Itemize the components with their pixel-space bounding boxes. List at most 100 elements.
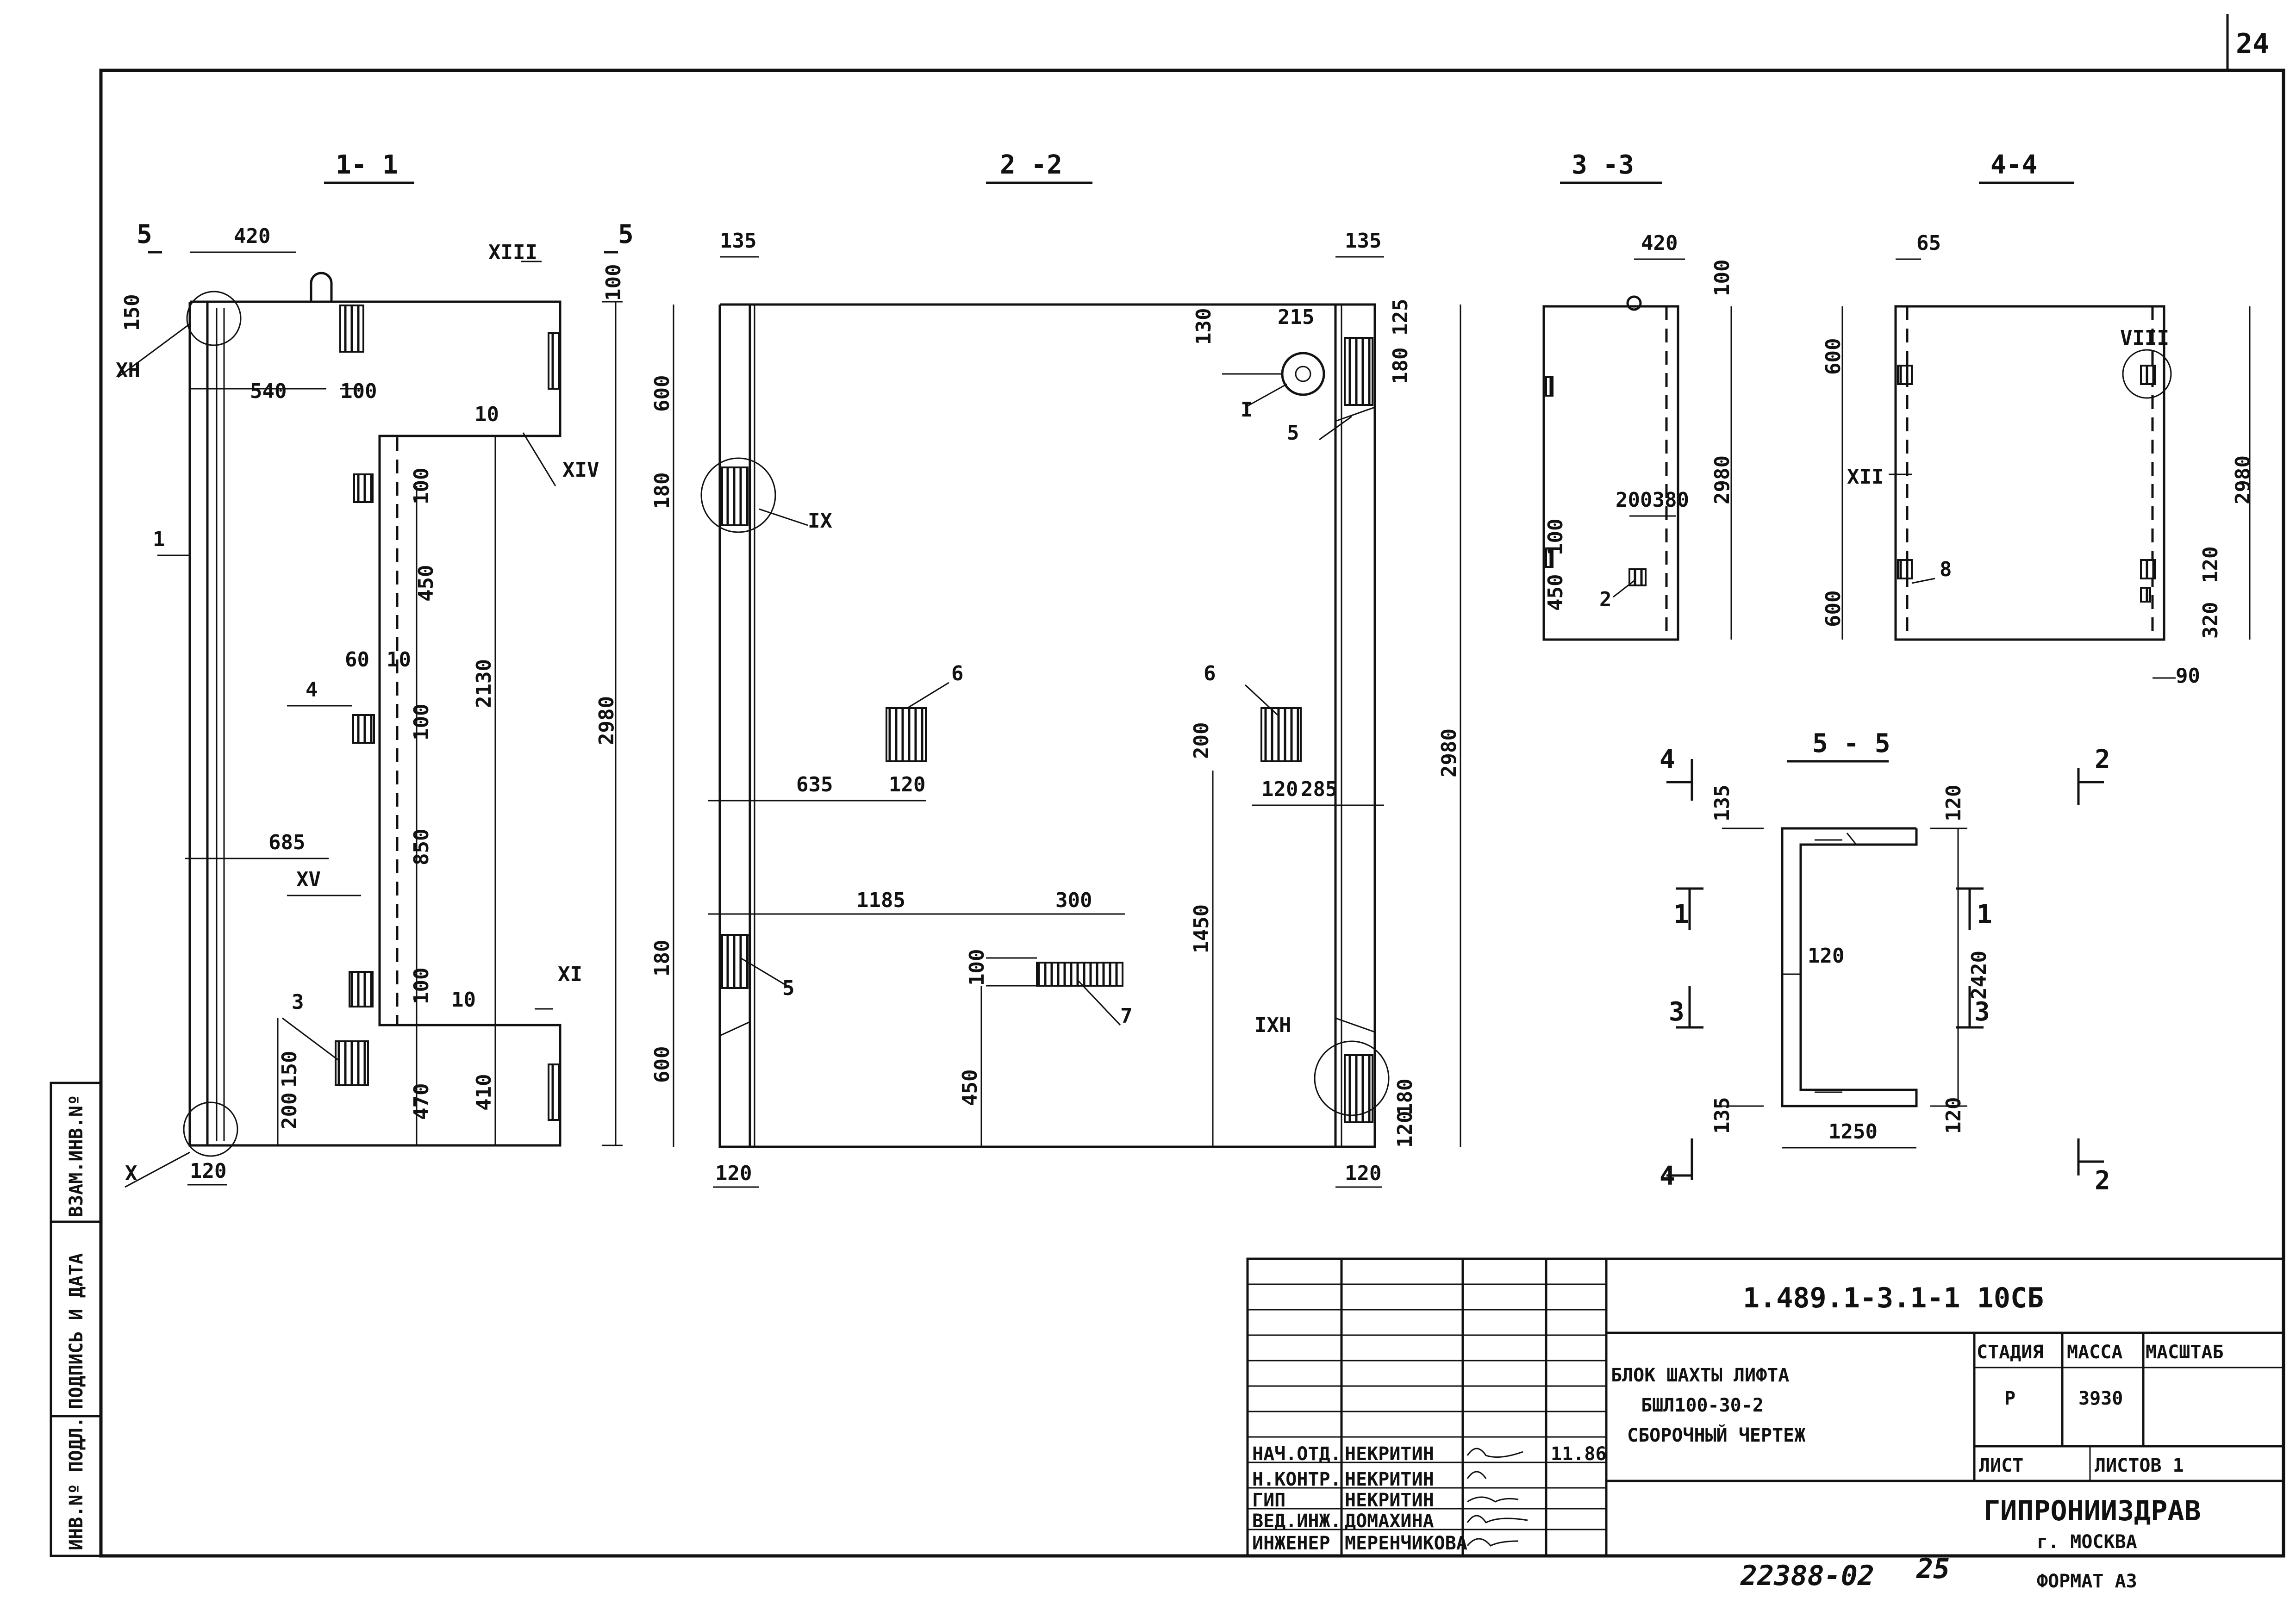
- view2-dim-635: 635: [796, 773, 833, 796]
- view5-dim-1250: 1250: [1828, 1120, 1878, 1144]
- view1-callout-xiii: XIII: [488, 241, 537, 264]
- side-stamp: ВЗАМ.ИНВ.Nº ПОДПИСЬ И ДАТА ИНВ.Nº ПОДЛ.: [50, 1082, 102, 1557]
- view5-dim-2420: 2420: [1967, 951, 1991, 1000]
- view4-dim-320: 320: [2199, 602, 2222, 639]
- view1-pos-1: 1: [153, 528, 165, 551]
- view1-dim-60: 60: [345, 648, 369, 672]
- view1-dim-420: 420: [234, 224, 270, 248]
- view1-dim-100d: 100: [410, 704, 433, 740]
- title-block: 1.489.1-3.1-1 10СБ БЛОК ШАХТЫ ЛИФТА БШЛ1…: [1246, 1257, 2285, 1557]
- view2-dim-120e: 120: [1345, 1162, 1381, 1185]
- view5-cut-3b: 3: [1974, 997, 1990, 1027]
- view2-dim-135a: 135: [720, 229, 756, 253]
- view1-dim-685: 685: [268, 831, 305, 854]
- view-1-1: 5 5 420 150 540 100 100 10 100 450 60 10…: [116, 219, 634, 1188]
- role-0-name: НЕКРИТИН: [1345, 1443, 1434, 1465]
- view4-callout-viii: VIII: [2120, 326, 2169, 350]
- role-2-name: НЕКРИТИН: [1345, 1490, 1434, 1511]
- view4-dim-120: 120: [2199, 547, 2222, 583]
- role-1: Н.КОНТР.: [1252, 1469, 1341, 1490]
- view1-callout-xh: XН: [116, 359, 140, 382]
- view2-dim-600a: 600: [650, 375, 674, 412]
- view1-dim-150b: 150: [278, 1051, 301, 1088]
- view2-callout-ix: IX: [808, 509, 832, 533]
- view4-dim-65: 65: [1916, 231, 1941, 255]
- section-title-5: 5 - 5: [1812, 728, 1890, 759]
- view1-dim-200: 200: [278, 1093, 301, 1129]
- view5-cut-3a: 3: [1669, 997, 1685, 1027]
- view2-dim-125: 125: [1389, 299, 1412, 336]
- stamp-inv-vzam: ВЗАМ.ИНВ.Nº: [66, 1094, 87, 1217]
- view3-pos-2: 2: [1599, 588, 1612, 611]
- view2-dim-180c: 180: [650, 940, 674, 976]
- view2-dim-120c: 120: [715, 1162, 752, 1185]
- role-4: ИНЖЕНЕР: [1252, 1533, 1330, 1554]
- section-title-2: 2 -2: [1000, 150, 1062, 180]
- title-city: г. МОСКВА: [2037, 1531, 2137, 1553]
- view1-dim-150: 150: [120, 294, 144, 331]
- title-doc-code: 1.489.1-3.1-1 10СБ: [1743, 1282, 2044, 1314]
- section-title-1: 1- 1: [336, 150, 398, 180]
- view2-dim-600b: 600: [650, 1046, 674, 1083]
- role-2: ГИП: [1252, 1490, 1285, 1511]
- view1-dim-100e: 100: [410, 968, 433, 1004]
- view2-dim-120b: 120: [1261, 777, 1298, 801]
- view2-callout-i: I: [1241, 398, 1253, 422]
- view2-dim-200: 200: [1190, 722, 1213, 759]
- view1-callout-xiv: XIV: [562, 458, 599, 482]
- view3-dim-450: 450: [1544, 574, 1567, 611]
- view3-dim-100a: 100: [1710, 260, 1734, 296]
- view2-dim-130: 130: [1192, 308, 1216, 345]
- view1-callout-xv: XV: [296, 868, 321, 891]
- view2-callout-ixh: IXН: [1254, 1014, 1291, 1037]
- view-3-3: 420 100 2980 200380 100 450 2: [1542, 231, 1734, 641]
- view5-cut-1a: 1: [1673, 900, 1689, 930]
- view2-dim-180d: 180: [1393, 1079, 1417, 1115]
- view4-pos-8: 8: [1940, 558, 1952, 581]
- view-2-2: 135 135 600 180 130 215 125 180 635 120 …: [650, 229, 1461, 1188]
- view1-cut-right: 5: [618, 219, 634, 249]
- view1-dim-450: 450: [414, 565, 438, 602]
- view1-callout-xi: XI: [558, 963, 582, 986]
- view3-dim-100b: 100: [1544, 519, 1567, 555]
- view4-dim-600b: 600: [1822, 591, 1845, 627]
- title-mass-value: 3930: [2078, 1388, 2123, 1409]
- view5-dim-135b: 135: [1710, 1097, 1734, 1134]
- view2-dim-450: 450: [958, 1070, 982, 1106]
- section-titles: 1- 1 2 -2 3 -3 4-4 5 - 5: [324, 150, 2074, 763]
- view2-dim-135b: 135: [1345, 229, 1381, 253]
- view2-pos-7: 7: [1120, 1004, 1133, 1028]
- stamp-inv-podl: ИНВ.Nº ПОДЛ.: [66, 1417, 87, 1550]
- view2-pos-6b: 6: [1204, 662, 1216, 685]
- title-role-rows: НАЧ.ОТД. НЕКРИТИН Н.КОНТР. НЕКРИТИН ГИП …: [1252, 1443, 1467, 1554]
- stamp-podp-data: ПОДПИСЬ И ДАТА: [66, 1253, 87, 1409]
- view5-dim-120b: 120: [1808, 944, 1844, 968]
- view2-dim-215: 215: [1278, 305, 1314, 329]
- view5-dim-135a: 135: [1710, 785, 1734, 821]
- view4-dim-90: 90: [2176, 664, 2200, 688]
- view1-dim-120: 120: [190, 1159, 226, 1183]
- role-4-name: МЕРЕНЧИКОВА: [1345, 1533, 1467, 1554]
- view2-dim-180a: 180: [650, 473, 674, 509]
- role-1-name: НЕКРИТИН: [1345, 1469, 1434, 1490]
- view3-dim-2980: 2980: [1710, 455, 1734, 504]
- view-4-4: 65 600 2980 600 120 320 90 VIII XII 8: [1822, 231, 2255, 688]
- view2-pos-5a: 5: [1287, 421, 1299, 445]
- title-stage-value: Р: [2004, 1388, 2015, 1409]
- view1-dim-410: 410: [472, 1074, 496, 1111]
- title-sheet-label: ЛИСТ: [1979, 1455, 2023, 1476]
- view5-cut-2b: 2: [2095, 1166, 2110, 1196]
- title-mass-header: МАССА: [2067, 1342, 2122, 1363]
- view1-cut-left: 5: [137, 219, 152, 249]
- view1-pos-4: 4: [306, 678, 318, 702]
- view2-dim-100: 100: [965, 949, 989, 986]
- view5-dim-120a: 120: [1942, 785, 1965, 821]
- view2-dim-300: 300: [1055, 889, 1092, 912]
- role-3-name: ДОМАХИНА: [1345, 1511, 1434, 1532]
- title-stage-header: СТАДИЯ: [1977, 1342, 2044, 1363]
- title-org: ГИПРОНИИЗДРАВ: [1984, 1495, 2201, 1527]
- title-name-line1: БЛОК ШАХТЫ ЛИФТА: [1611, 1365, 1789, 1386]
- view2-dim-120a: 120: [889, 773, 925, 796]
- view2-dim-2980: 2980: [1437, 728, 1461, 777]
- view4-dim-600a: 600: [1822, 338, 1845, 375]
